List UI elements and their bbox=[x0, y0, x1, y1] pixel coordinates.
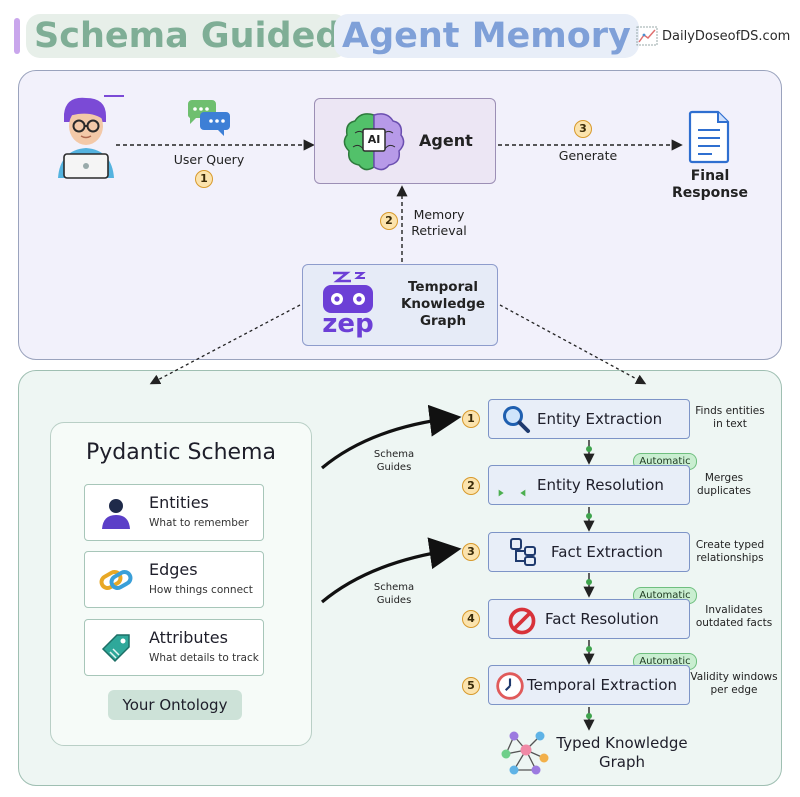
temporal-knowledge-graph-label: Temporal Knowledge Graph bbox=[400, 279, 486, 329]
merge-arrows-icon bbox=[498, 489, 526, 497]
chat-bubbles-icon bbox=[187, 100, 230, 136]
brand-logo[interactable]: DailyDoseofDS.com bbox=[636, 26, 790, 46]
magnifier-icon bbox=[503, 406, 530, 433]
schema-guides-label-1: Schema Guides bbox=[373, 449, 415, 473]
title-accent-bar bbox=[14, 18, 20, 54]
step-label: Fact Extraction bbox=[551, 543, 663, 561]
step-note-1: Finds entities in text bbox=[695, 405, 765, 430]
pipeline-connectors bbox=[583, 440, 595, 731]
pipeline-badge-5: 5 bbox=[462, 677, 480, 695]
step-entity-extraction[interactable]: Entity Extraction bbox=[488, 399, 690, 439]
schema-item-title: Edges bbox=[149, 560, 198, 579]
step-fact-resolution[interactable]: Fact Resolution bbox=[488, 599, 690, 639]
memory-retrieval-label: Memory Retrieval bbox=[411, 207, 467, 238]
step-label: Fact Resolution bbox=[545, 610, 659, 628]
agent-box[interactable]: AI Agent bbox=[314, 98, 496, 184]
schema-item-subtitle: What details to track bbox=[149, 652, 259, 664]
decor-dash bbox=[104, 95, 124, 97]
clock-icon bbox=[496, 672, 524, 700]
typed-knowledge-graph-label: Typed Knowledge Graph bbox=[556, 734, 688, 771]
schema-item-entities[interactable]: Entities What to remember bbox=[84, 484, 264, 541]
your-ontology-badge: Your Ontology bbox=[108, 690, 242, 720]
step-fact-extraction[interactable]: Fact Extraction bbox=[488, 532, 690, 572]
zep-logo-text: zep bbox=[322, 309, 374, 339]
step-badge-1: 1 bbox=[195, 170, 213, 188]
schema-item-title: Entities bbox=[149, 493, 209, 512]
person-icon bbox=[102, 499, 130, 529]
schema-guides-label-2: Schema Guides bbox=[373, 582, 415, 606]
ai-badge-text: AI bbox=[367, 133, 381, 146]
user-laptop-icon bbox=[58, 97, 114, 179]
user-query-label: User Query bbox=[173, 152, 245, 167]
document-icon bbox=[688, 110, 730, 164]
prohibited-icon bbox=[508, 607, 536, 635]
title-schema-guided: Schema Guided bbox=[26, 14, 349, 58]
arrow-schema-guides-1 bbox=[320, 404, 462, 470]
pipeline-badge-4: 4 bbox=[462, 610, 480, 628]
step-entity-resolution[interactable]: Entity Resolution bbox=[488, 465, 690, 505]
pipeline-badge-3: 3 bbox=[462, 543, 480, 561]
step-badge-2: 2 bbox=[380, 212, 398, 230]
tag-icon bbox=[101, 634, 130, 663]
arrow-graph-to-pipeline bbox=[499, 304, 647, 385]
knowledge-graph-icon bbox=[501, 731, 549, 775]
brand-text: DailyDoseofDS.com bbox=[662, 28, 791, 44]
step-temporal-extraction[interactable]: Temporal Extraction bbox=[488, 665, 690, 705]
ai-brain-icon bbox=[343, 113, 405, 171]
link-icon bbox=[99, 570, 133, 590]
hierarchy-icon bbox=[510, 538, 536, 566]
arrow-schema-guides-2 bbox=[320, 537, 462, 604]
step-note-3: Create typed relationships bbox=[695, 539, 765, 564]
step-note-2: Merges duplicates bbox=[696, 472, 752, 497]
generate-label: Generate bbox=[558, 148, 618, 163]
step-label: Entity Extraction bbox=[537, 410, 663, 428]
temporal-knowledge-graph-box[interactable]: zep Temporal Knowledge Graph bbox=[302, 264, 498, 346]
agent-label: Agent bbox=[419, 131, 473, 150]
step-label: Entity Resolution bbox=[537, 476, 664, 494]
schema-item-title: Attributes bbox=[149, 628, 228, 647]
step-label: Temporal Extraction bbox=[527, 676, 678, 694]
step-note-5: Validity windows per edge bbox=[690, 671, 778, 696]
schema-item-subtitle: What to remember bbox=[149, 517, 249, 529]
pydantic-schema-title: Pydantic Schema bbox=[86, 440, 276, 465]
chart-logo-icon bbox=[636, 26, 658, 46]
final-response-label: Final Response bbox=[671, 168, 749, 201]
schema-item-edges[interactable]: Edges How things connect bbox=[84, 551, 264, 608]
schema-item-subtitle: How things connect bbox=[149, 584, 253, 596]
arrow-graph-to-schema bbox=[149, 304, 301, 385]
schema-item-attributes[interactable]: Attributes What details to track bbox=[84, 619, 264, 676]
title-agent-memory: Agent Memory bbox=[334, 14, 639, 58]
pipeline-badge-2: 2 bbox=[462, 477, 480, 495]
zep-robot-icon bbox=[323, 271, 373, 313]
step-note-4: Invalidates outdated facts bbox=[695, 604, 773, 629]
step-badge-3: 3 bbox=[574, 120, 592, 138]
pipeline-badge-1: 1 bbox=[462, 410, 480, 428]
